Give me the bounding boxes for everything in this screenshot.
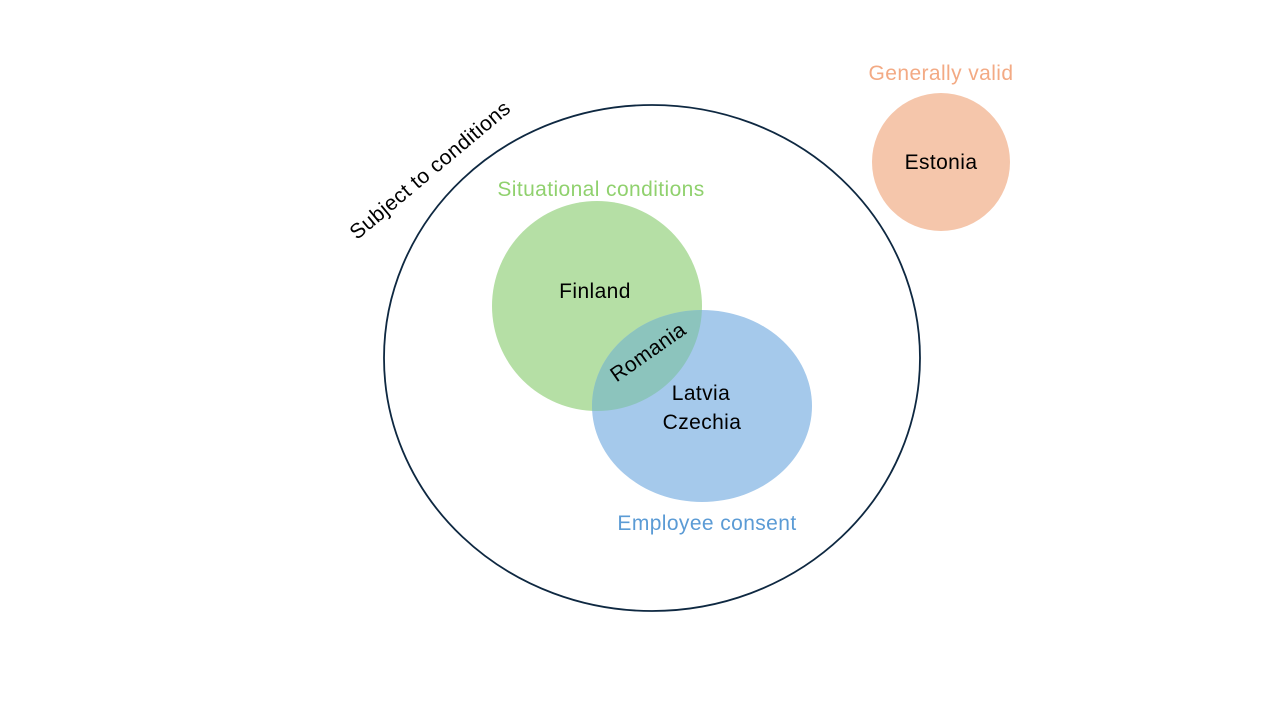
label-situational-conditions: Situational conditions (497, 178, 704, 201)
label-subject-to-conditions: Subject to conditions (345, 97, 515, 245)
generally-valid-circle (872, 93, 1010, 231)
label-estonia: Estonia (905, 151, 978, 174)
label-czechia: Czechia (663, 411, 742, 434)
outer-boundary-circle (383, 104, 921, 612)
label-finland: Finland (559, 280, 631, 303)
overlap-region (592, 310, 702, 411)
label-employee-consent: Employee consent (617, 512, 796, 535)
label-generally-valid: Generally valid (869, 62, 1014, 85)
label-latvia: Latvia (672, 382, 730, 405)
